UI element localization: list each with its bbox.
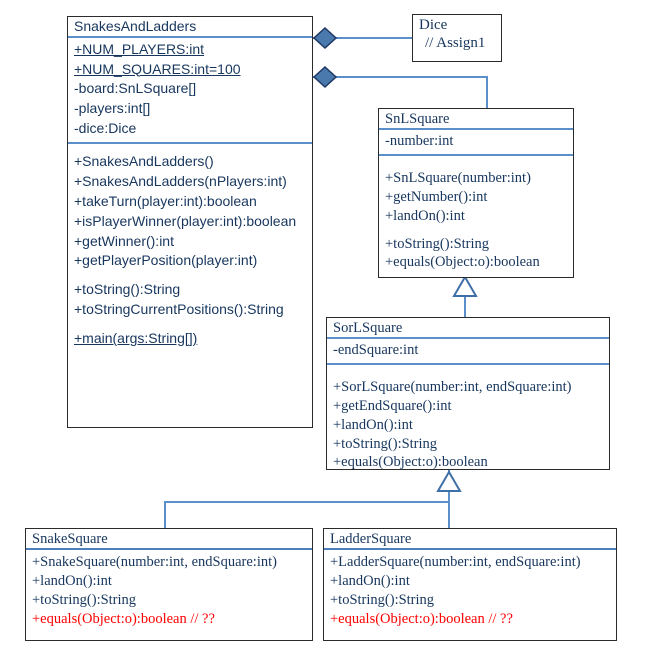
class-name-snakes-and-ladders: SnakesAndLadders [68, 17, 312, 38]
edge-snakesandladders-snlsquare [300, 76, 488, 108]
method-row: +toString():String [385, 235, 490, 252]
method-row: +toString():String [74, 281, 181, 298]
method-row: +getPlayerPosition(player:int) [74, 252, 258, 269]
class-name-sorlsquare: SorLSquare [327, 318, 609, 340]
method-row: +equals(Object:o):boolean // ?? [330, 610, 513, 627]
class-methods-snlsquare: +SnLSquare(number:int) +getNumber():int … [379, 156, 573, 275]
class-box-sorlsquare[interactable]: SorLSquare -endSquare:int +SorLSquare(nu… [326, 317, 610, 470]
method-row: +getWinner():int [74, 232, 174, 249]
method-spacer [385, 160, 567, 169]
method-row: +getNumber():int [385, 188, 488, 205]
method-row: +toString():String [330, 591, 435, 608]
method-spacer [385, 226, 567, 235]
method-spacer [74, 320, 306, 329]
class-name-snakesquare: SnakeSquare [26, 529, 312, 551]
class-name-dice: Dice [419, 17, 448, 33]
class-attributes-snakes-and-ladders: +NUM_PLAYERS:int +NUM_SQUARES:int=100 -b… [68, 38, 312, 145]
method-row: +SnakesAndLadders() [74, 153, 214, 170]
generalization-triangle-snlsquare [452, 275, 478, 297]
method-row: +SnLSquare(number:int) [385, 170, 531, 187]
attribute-row: -number:int [385, 133, 454, 150]
class-methods-sorlsquare: +SorLSquare(number:int, endSquare:int) +… [327, 365, 609, 475]
note-row: // Assign1 [425, 34, 486, 51]
class-methods-laddersquare: +LadderSquare(number:int, endSquare:int)… [324, 550, 616, 631]
method-row: +LadderSquare(number:int, endSquare:int) [330, 554, 581, 571]
method-row: +toString():String [32, 591, 137, 608]
method-row: +takeTurn(player:int):boolean [74, 192, 257, 209]
generalization-triangle-sorlsquare [436, 470, 462, 492]
attribute-row: -players:int[] [74, 100, 151, 117]
attribute-row: +NUM_PLAYERS:int [74, 40, 205, 57]
class-notes-dice: // Assign1 [413, 34, 501, 57]
method-row: +landOn():int [385, 207, 465, 224]
composition-diamond-dice [312, 26, 338, 50]
method-row: +SnakeSquare(number:int, endSquare:int) [32, 554, 277, 571]
composition-diamond-snlsquare [312, 65, 338, 89]
class-methods-snakesquare: +SnakeSquare(number:int, endSquare:int) … [26, 550, 312, 631]
method-row: +toString():String [333, 435, 438, 452]
class-box-laddersquare[interactable]: LadderSquare +LadderSquare(number:int, e… [323, 528, 617, 641]
class-box-dice[interactable]: Dice // Assign1 [412, 14, 502, 62]
method-spacer [333, 369, 603, 378]
class-methods-snakes-and-ladders: +SnakesAndLadders() +SnakesAndLadders(nP… [68, 144, 312, 352]
edge-snakesquare-sorlsquare [164, 470, 450, 528]
class-name-snlsquare: SnLSquare [379, 109, 573, 131]
method-row: +main(args:String[]) [74, 330, 198, 347]
class-attributes-snlsquare: -number:int [379, 130, 573, 157]
attribute-row: -endSquare:int [333, 342, 419, 359]
method-row: +equals(Object:o):boolean [385, 254, 540, 271]
class-attributes-sorlsquare: -endSquare:int [327, 339, 609, 366]
method-row: +equals(Object:o):boolean // ?? [32, 610, 215, 627]
method-row: +toStringCurrentPositions():String [74, 301, 284, 318]
method-row: +equals(Object:o):boolean [333, 454, 488, 471]
method-spacer [74, 271, 306, 280]
method-row: +isPlayerWinner(player:int):boolean [74, 212, 297, 229]
method-row: +SnakesAndLadders(nPlayers:int) [74, 172, 287, 189]
method-row: +landOn():int [333, 416, 413, 433]
class-box-snakesquare[interactable]: SnakeSquare +SnakeSquare(number:int, end… [25, 528, 313, 641]
method-row: +SorLSquare(number:int, endSquare:int) [333, 379, 572, 396]
attribute-row: -board:SnLSquare[] [74, 80, 197, 97]
method-row: +getEndSquare():int [333, 397, 452, 414]
class-name-laddersquare: LadderSquare [324, 529, 616, 551]
method-row: +landOn():int [330, 573, 410, 590]
method-row: +landOn():int [32, 573, 112, 590]
attribute-row: -dice:Dice [74, 120, 137, 137]
class-box-snlsquare[interactable]: SnLSquare -number:int +SnLSquare(number:… [378, 108, 574, 278]
attribute-row: +NUM_SQUARES:int=100 [74, 60, 241, 77]
class-box-snakes-and-ladders[interactable]: SnakesAndLadders +NUM_PLAYERS:int +NUM_S… [67, 16, 313, 428]
